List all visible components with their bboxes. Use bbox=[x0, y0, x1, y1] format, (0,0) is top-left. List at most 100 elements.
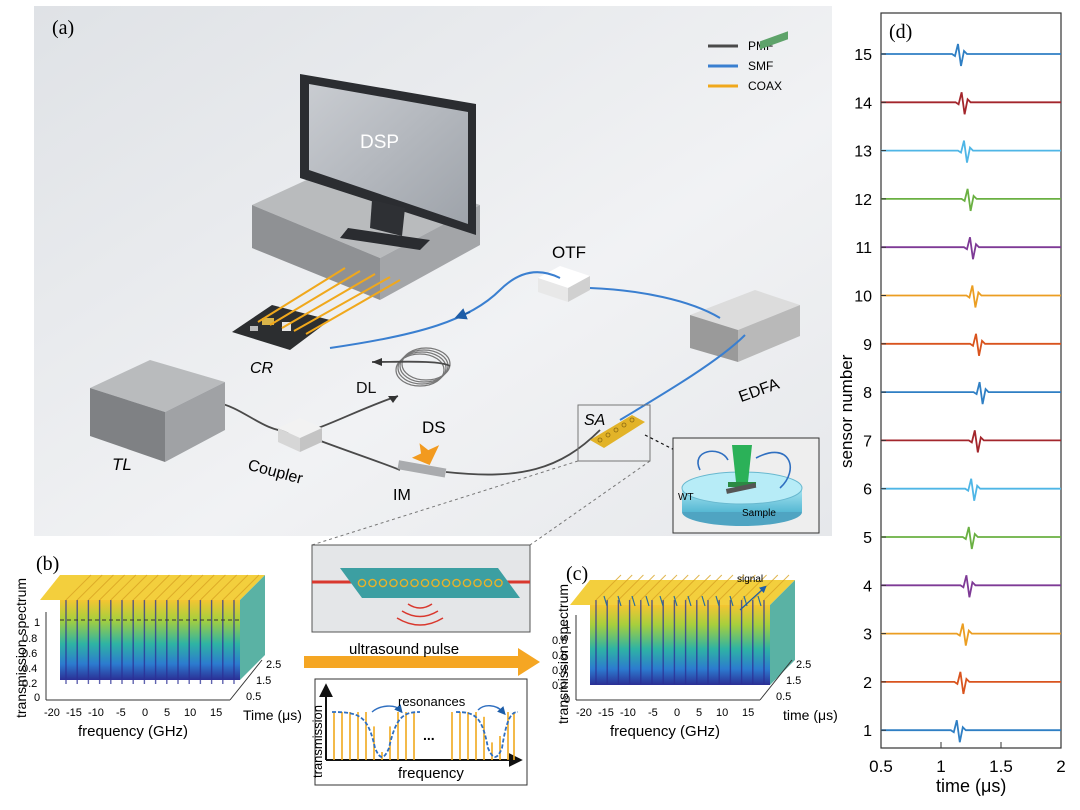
waterfall-c bbox=[570, 574, 795, 685]
resonance-ridge bbox=[200, 574, 226, 601]
ultrasound-waves bbox=[396, 603, 444, 626]
microring bbox=[378, 578, 388, 588]
c-xtick-10: 10 bbox=[716, 707, 728, 719]
microring bbox=[410, 578, 419, 588]
sensor-trace-5 bbox=[881, 526, 1061, 550]
c-tlabel: time (μs) bbox=[783, 707, 838, 723]
resonance-ridge bbox=[685, 574, 711, 601]
microring bbox=[420, 578, 430, 588]
b-ttick-0.5: 0.5 bbox=[246, 691, 261, 703]
c-ttick-2.5: 2.5 bbox=[796, 659, 811, 671]
d-xtick-label: 2 bbox=[1056, 757, 1065, 776]
smf-fibers bbox=[329, 271, 746, 421]
signal-mark bbox=[603, 595, 608, 607]
resonance-ridge bbox=[166, 574, 193, 601]
c-xtick-m20: -20 bbox=[576, 707, 592, 719]
c-axes bbox=[575, 615, 793, 701]
d-ytick-label-15: 15 bbox=[854, 47, 872, 64]
resonance-ridge bbox=[730, 574, 756, 601]
c-ytick-1: 1 bbox=[564, 619, 570, 631]
resonance-curve bbox=[331, 711, 519, 758]
tl-label: TL bbox=[112, 455, 132, 474]
panel-c: (c) signal 1 0.8 0.6 0.4 0.2 0 -20 -15 -… bbox=[552, 563, 838, 740]
resonance-ridge bbox=[640, 574, 667, 601]
resonance-xlabel: frequency bbox=[398, 765, 464, 782]
c-ytick-0.4: 0.4 bbox=[552, 665, 567, 677]
microring bbox=[452, 578, 461, 588]
b-xtick-5: 5 bbox=[164, 707, 170, 719]
d-ylabel: sensor number bbox=[837, 354, 856, 468]
c-xtick-15: 15 bbox=[742, 707, 754, 719]
dsp-monitor: DSP bbox=[300, 74, 476, 250]
c-xtick-m10: -10 bbox=[620, 707, 636, 719]
resonance-ridge bbox=[606, 574, 633, 601]
d-ytick-label-13: 13 bbox=[854, 144, 872, 161]
waterfall-b bbox=[40, 574, 265, 684]
resonance-ridge bbox=[763, 574, 790, 601]
b-xtick-m15: -15 bbox=[66, 707, 82, 719]
microring bbox=[462, 578, 472, 588]
c-xtick-m15: -15 bbox=[598, 707, 614, 719]
sa-label: SA bbox=[584, 412, 605, 429]
c-ttick-0.5: 0.5 bbox=[776, 691, 791, 703]
panel-c-label: (c) bbox=[566, 563, 588, 585]
resonance-ridge bbox=[674, 574, 700, 601]
signal-mark bbox=[673, 595, 678, 607]
microring bbox=[399, 578, 409, 588]
microring bbox=[441, 578, 451, 588]
resonance-ridge bbox=[99, 574, 125, 601]
computer-base bbox=[252, 160, 480, 300]
resonance-ridge bbox=[233, 574, 260, 601]
sensor-trace-4 bbox=[881, 575, 1061, 598]
c-xtick-m5: -5 bbox=[648, 707, 658, 719]
b-ytick-0.6: 0.6 bbox=[22, 648, 37, 660]
resonance-ridge bbox=[595, 574, 622, 601]
sensor-trace-7 bbox=[881, 430, 1061, 453]
panel-a: (a) PMF SMF COAX DSP bbox=[34, 6, 832, 546]
d-ytick-label-4: 4 bbox=[863, 578, 872, 595]
d-xlabel: time (μs) bbox=[936, 776, 1006, 796]
signal-mark bbox=[729, 595, 734, 607]
b-ttick-2.5: 2.5 bbox=[266, 659, 281, 671]
signal-mark bbox=[757, 595, 762, 607]
sensor-trace-2 bbox=[881, 671, 1061, 695]
im-modulator: IM bbox=[393, 460, 447, 504]
b-ytick-1: 1 bbox=[34, 617, 40, 629]
d-xtick-label: 1.5 bbox=[989, 757, 1013, 776]
signal-arrow bbox=[739, 585, 767, 611]
signal-mark bbox=[659, 595, 664, 607]
resonance-ridge bbox=[718, 574, 745, 601]
signal-mark bbox=[701, 595, 706, 607]
c-ylabel: transmission spectrum bbox=[555, 584, 571, 724]
resonance-ridge bbox=[651, 574, 678, 601]
d-ytick-label-12: 12 bbox=[854, 192, 872, 209]
dl-label: DL bbox=[356, 380, 377, 397]
microring bbox=[473, 578, 482, 588]
sensor-trace-8 bbox=[881, 381, 1061, 405]
chip-body bbox=[340, 568, 520, 598]
microring bbox=[431, 578, 440, 588]
resonance-ridge bbox=[155, 574, 181, 601]
resonance-ridge bbox=[741, 574, 767, 601]
d-plot-frame bbox=[880, 12, 1062, 749]
c-ytick-0: 0 bbox=[564, 694, 570, 706]
microring bbox=[483, 578, 493, 588]
signal-mark bbox=[631, 595, 636, 607]
resonance-ylabel: transmission bbox=[310, 705, 325, 778]
d-ytick-label-9: 9 bbox=[863, 337, 872, 354]
sensor-trace-15 bbox=[881, 43, 1061, 67]
resonance-ridge bbox=[132, 574, 159, 601]
resonance-ridge bbox=[618, 574, 644, 601]
c-ytick-0.8: 0.8 bbox=[552, 635, 567, 647]
b-ytick-0: 0 bbox=[34, 692, 40, 704]
c-xtick-5: 5 bbox=[696, 707, 702, 719]
panel-d-label: (d) bbox=[889, 21, 912, 43]
microring bbox=[389, 578, 398, 588]
resonance-ridge bbox=[88, 574, 114, 601]
resonances-label: resonances bbox=[398, 694, 466, 709]
c-xtick-0: 0 bbox=[674, 707, 680, 719]
b-ttick-1.5: 1.5 bbox=[256, 675, 271, 687]
sensor-trace-12 bbox=[881, 188, 1061, 212]
b-xtick-15: 15 bbox=[210, 707, 222, 719]
